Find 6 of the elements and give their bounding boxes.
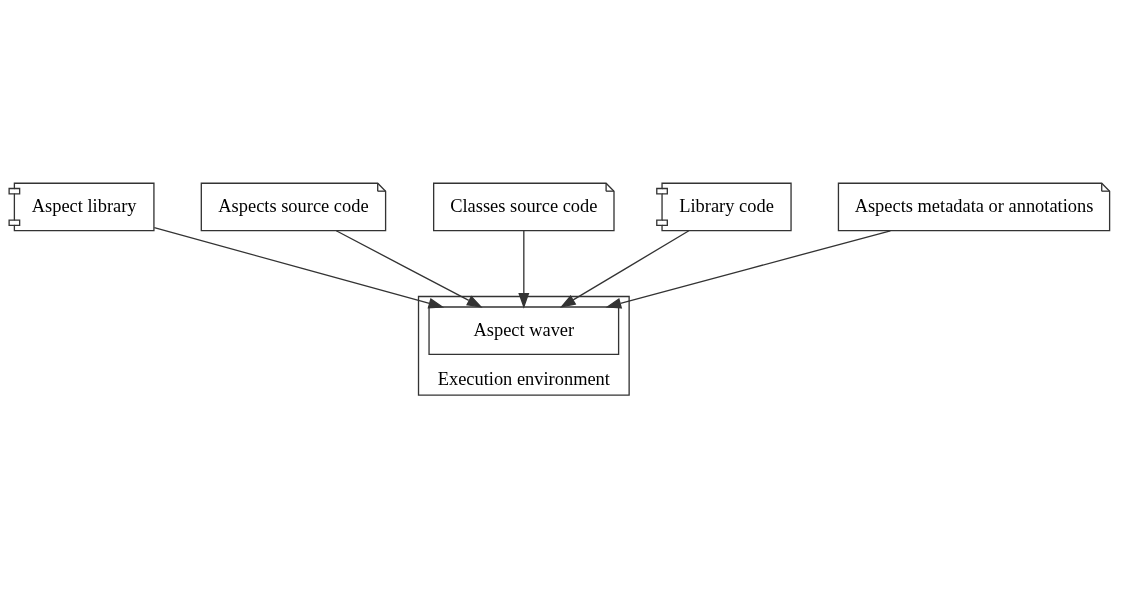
arrow [559, 230, 690, 308]
arrow [518, 230, 530, 309]
node-box: Aspect waver [428, 306, 620, 356]
arrow [335, 230, 483, 308]
arrow [153, 226, 445, 309]
arrow [605, 230, 892, 309]
